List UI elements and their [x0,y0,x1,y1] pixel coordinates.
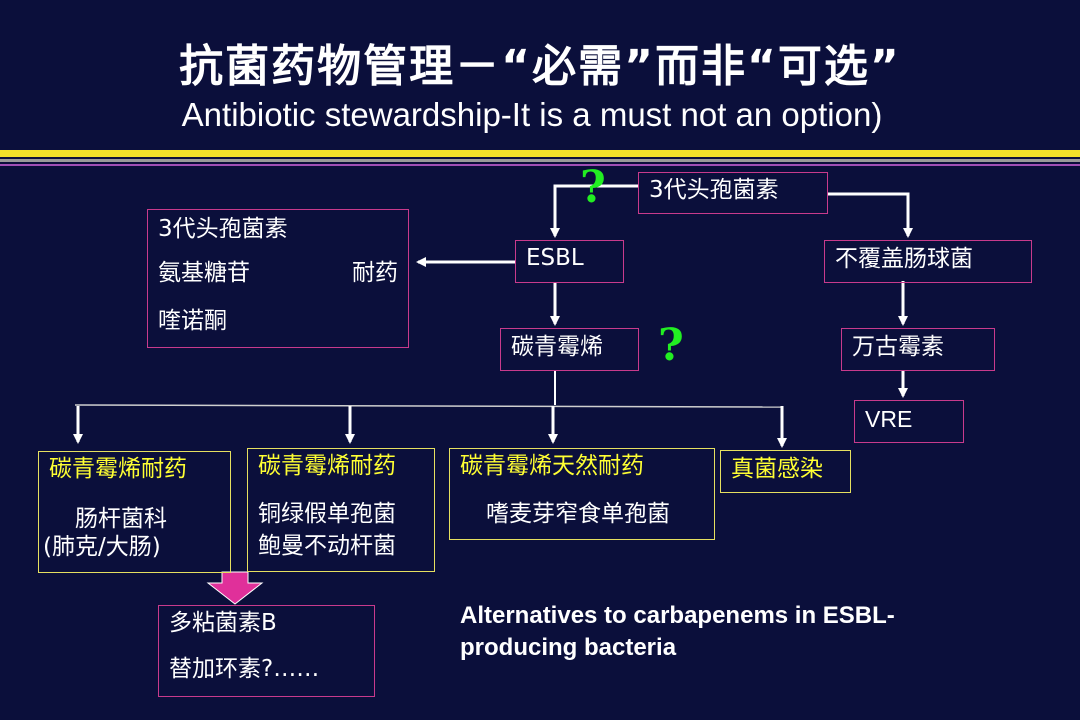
box-esbl-label: ESBL [526,245,584,271]
cre-line-enterobacteriaceae: 肠杆菌科 [75,506,167,532]
box-fungal-infection-label: 真菌感染 [731,456,823,482]
box-no-enterococcus: 不覆盖肠球菌 [824,240,1032,283]
arrow-to-polymyxin [206,571,264,605]
divider-purple [0,164,1080,166]
crnf-line-pseudomonas: 铜绿假单孢菌 [258,501,396,527]
resistant-line-cephalosporin: 3代头孢菌素 [158,216,288,242]
box-esbl-resistant-drugs: 3代头孢菌素 氨基糖苷 耐药 喹诺酮 [147,209,409,348]
branch-bar [74,404,783,408]
arrow-ceph-to-esbl [550,184,638,238]
box-fungal-infection: 真菌感染 [720,450,851,493]
resistant-label: 耐药 [352,260,398,286]
tigecycline-line: 替加环素?…… [169,656,320,682]
box-carbapenem-intrinsic-resistance: 碳青霉烯天然耐药 嗜麦芽窄食单孢菌 [449,448,715,540]
box-esbl: ESBL [515,240,624,283]
divider-yellow [0,150,1080,157]
alternatives-note: Alternatives to carbapenems in ESBL-prod… [460,602,895,662]
box-vancomycin-label: 万古霉素 [852,334,944,360]
question-mark-carbapenem: ? [658,320,684,371]
crnf-title: 碳青霉烯耐药 [258,453,396,479]
box-vre: VRE [854,400,964,443]
box-no-enterococcus-label: 不覆盖肠球菌 [835,246,973,272]
box-carbapenem-resistant-nonfermenters: 碳青霉烯耐药 铜绿假单孢菌 鲍曼不动杆菌 [247,448,435,572]
intrinsic-line-stenotrophomonas: 嗜麦芽窄食单孢菌 [486,501,670,527]
resistant-line-aminoglycoside: 氨基糖苷 [158,260,250,286]
question-mark-top: ? [580,162,606,213]
intrinsic-title: 碳青霉烯天然耐药 [460,453,644,479]
box-polymyxin-tigecycline: 多粘菌素B 替加环素?…… [158,605,375,697]
box-carbapenem: 碳青霉烯 [500,328,639,371]
arrow-ceph-to-enterococcus [828,192,913,238]
box-vre-label: VRE [865,406,913,432]
box-carbapenem-resistant-enterobacteriaceae: 碳青霉烯耐药 肠杆菌科 (肺克/大肠) [38,451,231,573]
divider-grey [0,159,1080,162]
cre-line-kp-ecoli: (肺克/大肠) [43,533,161,560]
polymyxin-line: 多粘菌素B [169,610,277,636]
box-3rd-gen-cephalosporin: 3代头孢菌素 [638,172,828,214]
crnf-line-acinetobacter: 鲍曼不动杆菌 [258,533,396,559]
box-3rd-gen-cephalosporin-label: 3代头孢菌素 [649,177,779,203]
cre-title: 碳青霉烯耐药 [49,456,187,482]
box-vancomycin: 万古霉素 [841,328,995,371]
slide-subtitle: Antibiotic stewardship-It is a must not … [181,96,883,133]
resistant-line-quinolone: 喹诺酮 [158,308,227,334]
slide-title: 抗菌药物管理－“必需”而非“可选” [179,41,901,92]
box-carbapenem-label: 碳青霉烯 [511,334,603,360]
